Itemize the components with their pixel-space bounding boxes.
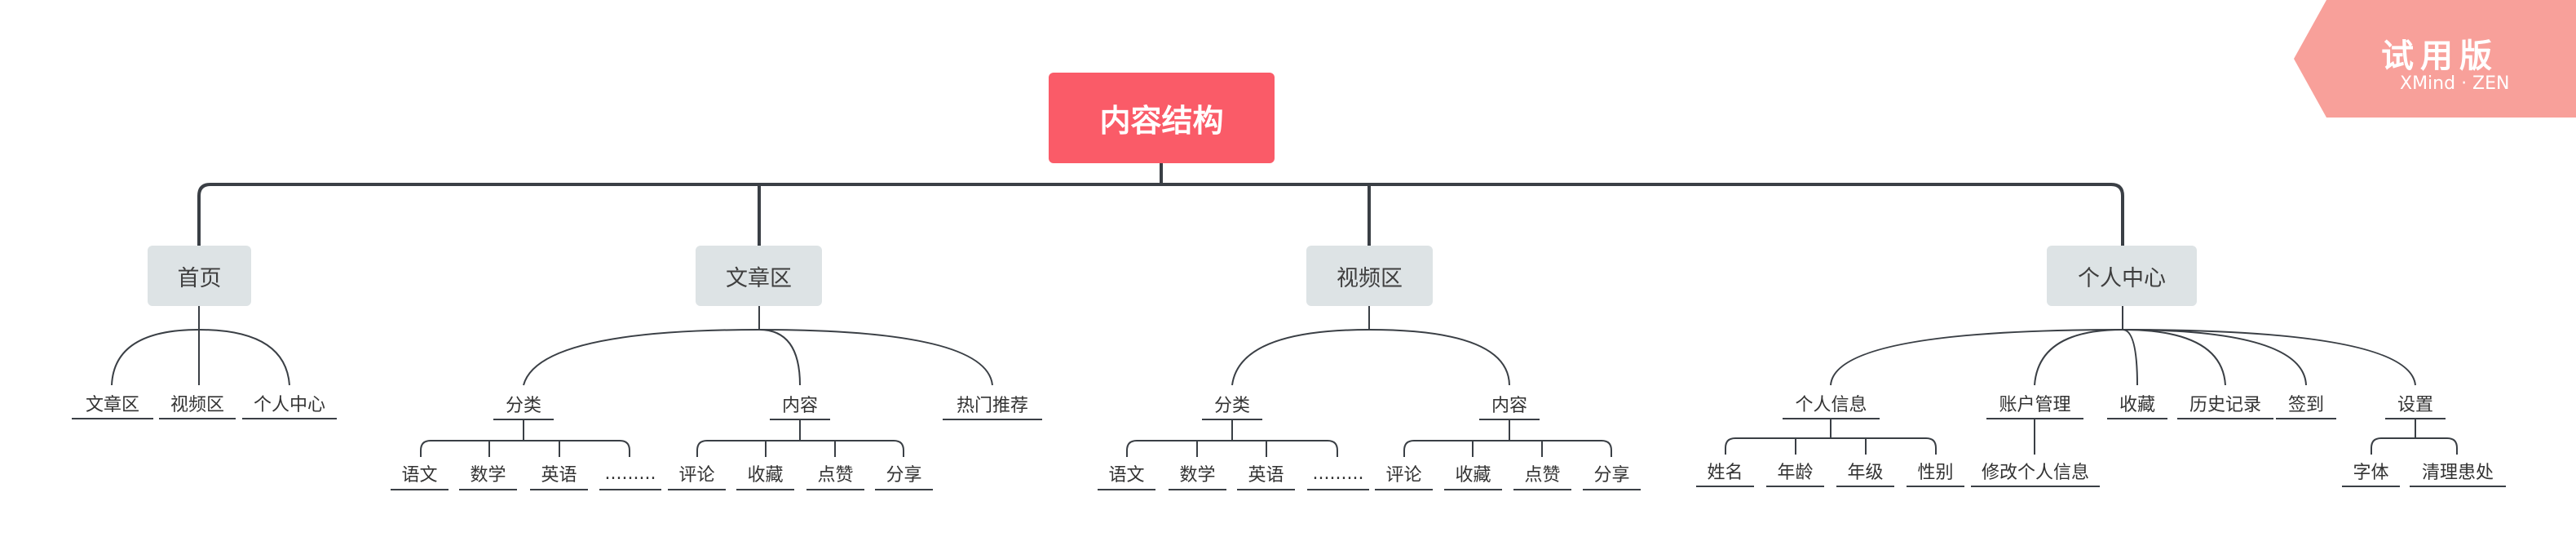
subtopic-category[interactable]: 分类 — [1213, 396, 1250, 416]
subtopic-category[interactable]: 分类 — [505, 396, 541, 416]
leaf-cleanup[interactable]: 清理患处 — [2421, 463, 2494, 483]
subtopic-personal-center[interactable]: 个人中心 — [253, 395, 325, 415]
topic-video-area[interactable]: 视频区 — [1306, 246, 1433, 306]
elbow-branch — [893, 440, 904, 457]
topic-article-area[interactable]: 文章区 — [696, 246, 822, 306]
curve-connector — [198, 329, 290, 386]
watermark-title: 试用版 — [2381, 38, 2499, 75]
subtopic-settings[interactable]: 设置 — [2397, 395, 2433, 415]
leaf-font[interactable]: 字体 — [2353, 463, 2389, 483]
curve-connector — [2034, 329, 2123, 386]
elbow-branch — [2446, 437, 2458, 455]
leaf-favorite[interactable]: 收藏 — [1455, 465, 1491, 486]
leaf-edit-profile[interactable]: 修改个人信息 — [1981, 463, 2089, 483]
leaf-age[interactable]: 年龄 — [1777, 463, 1814, 483]
subtopic-content[interactable]: 内容 — [1491, 396, 1527, 416]
leaf-more[interactable]: ......... — [604, 463, 656, 484]
subtopic-video-area[interactable]: 视频区 — [170, 395, 224, 415]
trial-watermark-badge — [2294, 0, 2576, 118]
leaf-math[interactable]: 数学 — [1179, 465, 1216, 486]
subtopic-favorites[interactable]: 收藏 — [2119, 395, 2155, 415]
leaf-share[interactable]: 分享 — [1593, 465, 1630, 486]
elbow-branch — [1601, 440, 1612, 457]
elbow-branch — [1327, 440, 1338, 457]
elbow-branch — [1725, 437, 1736, 455]
leaf-favorite[interactable]: 收藏 — [747, 465, 784, 486]
topic-home[interactable]: 首页 — [148, 246, 251, 306]
elbow-branch — [1925, 437, 1937, 455]
leaf-chinese[interactable]: 语文 — [1108, 465, 1145, 486]
leaf-english[interactable]: 英语 — [541, 465, 577, 486]
curve-connector — [2122, 329, 2226, 386]
root-topic[interactable]: 内容结构 — [1049, 73, 1275, 163]
subtopic-account-management[interactable]: 账户管理 — [1999, 395, 2071, 415]
leaf-gender[interactable]: 性别 — [1917, 463, 1954, 483]
curve-connector — [1368, 329, 1510, 386]
curve-connector — [523, 329, 760, 386]
curve-connector — [1231, 329, 1370, 386]
subtopic-check-in[interactable]: 签到 — [2287, 395, 2324, 415]
leaf-comment[interactable]: 评论 — [678, 465, 715, 486]
curve-connector — [2122, 329, 2416, 386]
leaf-more[interactable]: ......... — [1312, 463, 1364, 484]
curve-connector — [2122, 329, 2138, 386]
topic-personal-center[interactable]: 个人中心 — [2047, 246, 2197, 306]
subtopic-content[interactable]: 内容 — [781, 396, 818, 416]
subtopic-article-area[interactable]: 文章区 — [85, 395, 139, 415]
elbow-branch — [420, 440, 431, 457]
leaf-math[interactable]: 数学 — [470, 465, 506, 486]
leaf-like[interactable]: 点赞 — [817, 465, 854, 486]
subtopic-personal-info[interactable]: 个人信息 — [1795, 395, 1867, 415]
curve-connector — [758, 329, 801, 386]
leaf-comment[interactable]: 评论 — [1385, 465, 1422, 486]
elbow-branch — [696, 440, 708, 457]
root-bus — [197, 183, 2124, 246]
leaf-chinese[interactable]: 语文 — [401, 465, 438, 486]
subtopic-hot-recommend[interactable]: 热门推荐 — [956, 396, 1028, 416]
leaf-name[interactable]: 姓名 — [1707, 463, 1743, 483]
curve-connector — [758, 329, 993, 386]
watermark-subtitle: XMind · ZEN — [2400, 73, 2510, 94]
elbow-branch — [1126, 440, 1138, 457]
elbow-branch — [619, 440, 630, 457]
leaf-grade[interactable]: 年级 — [1847, 463, 1884, 483]
elbow-branch — [2371, 437, 2382, 455]
leaf-like[interactable]: 点赞 — [1524, 465, 1561, 486]
subtopic-history[interactable]: 历史记录 — [2189, 395, 2261, 415]
elbow-branch — [1403, 440, 1415, 457]
leaf-share[interactable]: 分享 — [886, 465, 922, 486]
curve-connector — [111, 329, 200, 386]
leaf-english[interactable]: 英语 — [1248, 465, 1284, 486]
curve-connector — [1830, 329, 2123, 386]
